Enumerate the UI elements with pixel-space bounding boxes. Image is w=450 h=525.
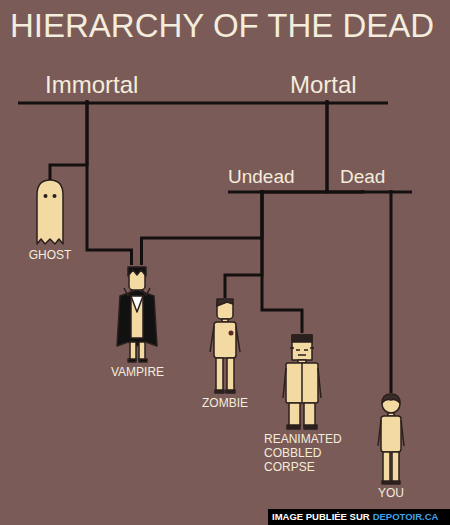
figure-caption: ZOMBIE xyxy=(190,396,260,410)
figure-node: YOU xyxy=(356,393,426,500)
category-heading: Mortal xyxy=(290,72,357,98)
tree-connector xyxy=(390,190,393,393)
figure-caption: GHOST xyxy=(15,248,85,262)
figure-caption: VAMPIRE xyxy=(100,365,175,379)
figure-caption: REANIMATED COBBLED CORPSE xyxy=(260,432,344,474)
watermark-text: IMAGE PUBLIÉE SUR xyxy=(272,511,370,522)
watermark-text: DEPOTOIR.CA xyxy=(373,511,439,522)
ghost-figure xyxy=(37,180,63,244)
heading-text: Undead xyxy=(228,166,295,188)
watermark-band: IMAGE PUBLIÉE SURDEPOTOIR.CA xyxy=(268,509,450,525)
tree-connector xyxy=(225,190,262,298)
corpse-figure xyxy=(283,335,321,429)
zombie-figure xyxy=(210,299,240,393)
heading-text: Mortal xyxy=(290,72,357,98)
you-figure xyxy=(378,394,404,484)
tree-bar xyxy=(18,103,412,192)
heading-text: Dead xyxy=(340,166,385,188)
category-heading: Immortal xyxy=(45,72,138,98)
diagram-title: HIERARCHY OF THE DEAD xyxy=(10,6,434,46)
tree-connector xyxy=(87,100,132,265)
category-heading: Dead xyxy=(340,166,385,188)
heading-text: Immortal xyxy=(45,72,138,98)
figure-node: REANIMATED COBBLED CORPSE xyxy=(260,333,344,474)
tree-connector xyxy=(50,100,87,180)
category-heading: Undead xyxy=(228,166,295,188)
tree-connector xyxy=(262,190,302,333)
figure-caption: YOU xyxy=(356,486,426,500)
figure-node: VAMPIRE xyxy=(100,265,175,379)
tree-connector xyxy=(142,190,263,265)
vampire-figure xyxy=(117,267,157,362)
figure-node: GHOST xyxy=(15,180,85,262)
figure-node: ZOMBIE xyxy=(190,298,260,410)
